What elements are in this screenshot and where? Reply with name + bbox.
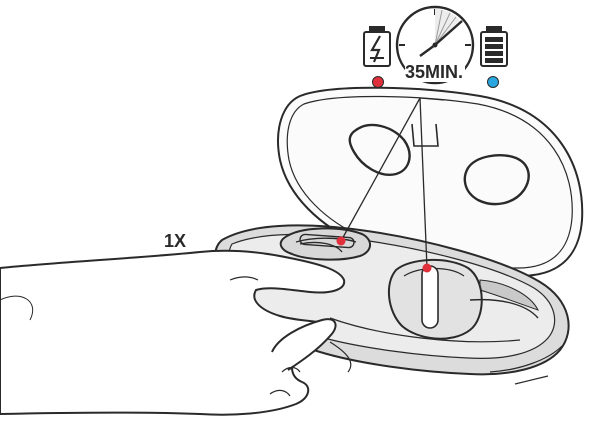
- led-left-earbud: [336, 236, 346, 246]
- lid-cavity-left: [348, 123, 411, 176]
- timer-label: 35MIN.: [405, 62, 463, 82]
- led-charged-indicator: [487, 76, 499, 88]
- press-count-label: 1X: [164, 231, 186, 251]
- led-right-earbud: [422, 263, 432, 273]
- hand: [0, 241, 346, 416]
- base-recess: [479, 279, 539, 311]
- callout-lines: [340, 97, 445, 269]
- earbud-right: [387, 258, 539, 340]
- led-charging-indicator: [372, 76, 384, 88]
- lid-cavity-right: [463, 154, 530, 206]
- battery-full-icon: [480, 26, 508, 67]
- lid-hinge-clip: [411, 123, 439, 147]
- battery-charging-icon: [363, 26, 391, 67]
- clock-icon: [395, 5, 475, 85]
